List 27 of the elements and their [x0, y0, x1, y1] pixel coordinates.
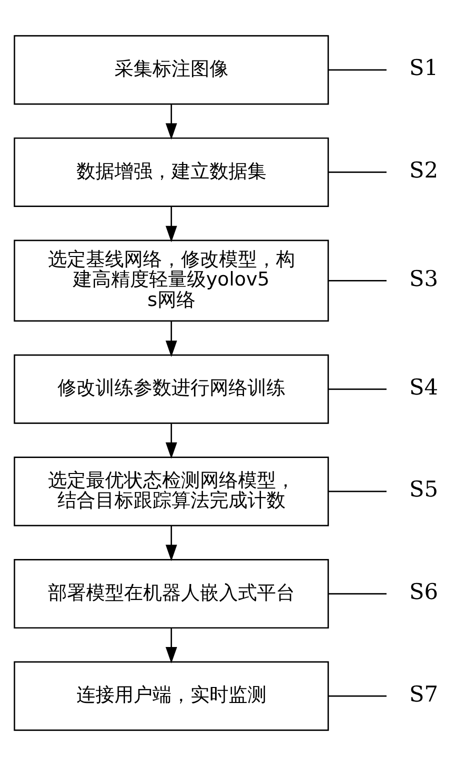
node-text: S4: [408, 374, 438, 400]
arrow: [165, 104, 177, 140]
node-box: 部署模型在机器人嵌入式平台: [13, 558, 328, 628]
arrow: [165, 628, 177, 663]
arrow: [165, 206, 177, 242]
connector: [328, 171, 386, 172]
node-text: S1: [408, 56, 438, 81]
node-text: S2: [408, 158, 438, 183]
node-text: S3: [408, 266, 438, 292]
connector: [328, 490, 386, 492]
node-text: S7: [408, 682, 438, 707]
node-text: S5: [408, 477, 438, 502]
node-box: 选定最优状态检测网络模型，结合目标跟踪算法完成计数: [13, 456, 328, 526]
connector: [328, 694, 386, 696]
connector: [328, 280, 386, 281]
node-box: 采集标注图像: [13, 34, 328, 104]
arrow: [165, 525, 177, 561]
connector: [328, 68, 386, 70]
node-box: 选定基线网络，修改模型，构建高精度轻量级yolov5s网络: [13, 239, 328, 322]
arrow: [165, 423, 177, 458]
node-box: 连接用户端，实时监测: [13, 660, 328, 730]
node-box: 修改训练参数进行网络训练: [13, 354, 328, 424]
connector: [328, 592, 386, 594]
node-text: S6: [408, 579, 438, 604]
node-box: 数据增强，建立数据集: [13, 136, 328, 207]
arrow: [165, 320, 177, 357]
connector: [328, 388, 386, 390]
